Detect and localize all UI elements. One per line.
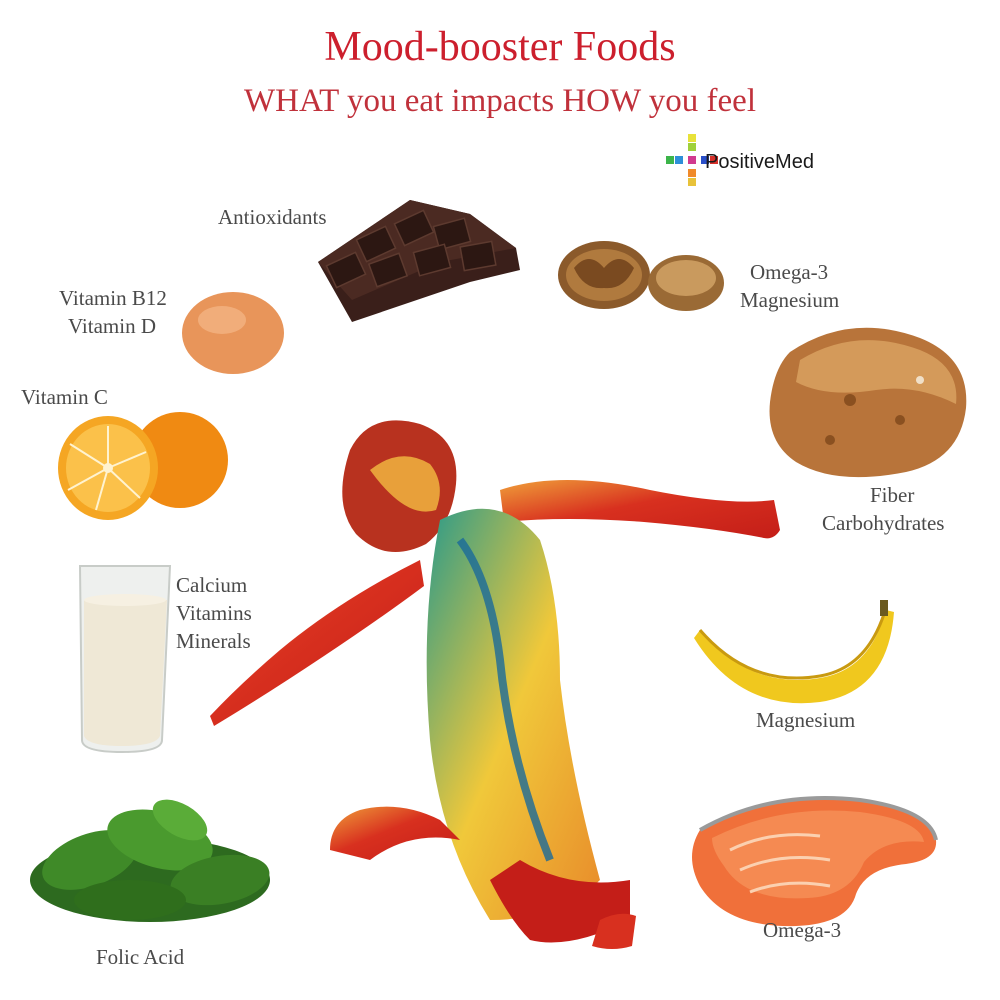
walnut-nutrients-label: Omega-3 [750,258,828,286]
nutrient-calcium: Calcium [176,573,248,597]
salmon-steak-icon [692,796,938,927]
milk-nutrients-label: Calcium Vitamins Minerals [176,571,252,655]
brand-name: PositiveMed [705,151,814,173]
page-subtitle: WHAT you eat impacts HOW you feel [244,83,756,119]
positivemed-logo [666,134,718,186]
orange-icon [58,412,228,520]
nutrient-folic-acid: Folic Acid [96,945,185,969]
nutrient-omega3-salmon: Omega-3 [763,918,842,942]
egg-nutrients-label: Vitamin B12 [59,284,167,312]
nutrient-vitamin-b12: Vitamin B12 [59,286,167,310]
nutrient-carbohydrates: Carbohydrates [822,511,945,535]
chocolate-bar-icon [318,200,520,322]
milk-glass-icon [78,565,172,754]
nutrient-minerals: Minerals [176,629,251,653]
egg-nutrients-label-2: Vitamin D [68,312,156,340]
nutrient-magnesium-banana: Magnesium [756,708,856,732]
bread-nutrients-label: Fiber [870,481,914,509]
walnut-nutrients-label-2: Magnesium [740,286,839,314]
nutrient-magnesium: Magnesium [740,288,840,312]
nutrient-antioxidants: Antioxidants [218,205,327,229]
dancing-woman-figure [210,420,780,949]
walnut-icon [558,241,724,311]
nutrient-vitamins: Vitamins [176,601,252,625]
banana-nutrients-label: Magnesium [756,706,855,734]
nutrient-omega3: Omega-3 [750,260,829,284]
bread-nutrients-label-2: Carbohydrates [822,509,944,537]
page-title: Mood-booster Foods [324,24,676,70]
chocolate-nutrients-label: Antioxidants [218,203,327,231]
spinach-nutrients-label: Folic Acid [96,943,184,971]
spinach-leaves-icon [30,799,270,922]
banana-icon [694,600,894,704]
bread-loaf-icon [769,327,967,478]
nutrient-vitamin-d: Vitamin D [68,314,156,338]
salmon-nutrients-label: Omega-3 [763,916,841,944]
orange-nutrients-label: Vitamin C [21,383,108,411]
nutrient-fiber: Fiber [870,483,915,507]
egg-icon [182,292,284,374]
nutrient-vitamin-c: Vitamin C [21,385,108,409]
